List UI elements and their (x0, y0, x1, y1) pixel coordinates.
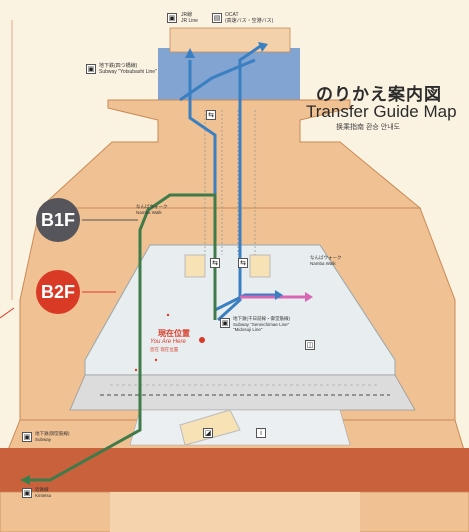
upper-neck (169, 27, 291, 53)
route-blue-3 (214, 293, 275, 312)
transfer-icon-top: ⇆ (206, 110, 216, 120)
transfer-icon-mid: ⇆ (210, 258, 220, 268)
you-are-here-extra: 您在 现在位置 (150, 347, 179, 352)
ocat-label: OCAT (高速バス・空港バス) (225, 12, 274, 24)
sennichimae-label: 地下鉄(千日前線・御堂筋線) Subway "Sennichimae Line"… (233, 316, 290, 332)
you-are-here-en: You Are Here (150, 339, 186, 345)
top-blue-zone (158, 48, 300, 100)
kintetsu-label: 近鉄線 Kintetsu (35, 487, 52, 498)
bus-icon: ▤ (212, 13, 222, 23)
subway-yotsubashi-icon: ▣ (86, 64, 96, 74)
jr-label: JR線 JR Line (181, 12, 198, 24)
kintetsu-icon: ▣ (22, 488, 32, 498)
route-blue-4 (179, 58, 256, 102)
elevator-icon: ◫ (305, 340, 315, 350)
route-green (26, 193, 217, 482)
you-are-here-jp: 現在位置 (158, 329, 190, 338)
yotsubashi-label: 地下鉄(四つ橋線) Subway "Yotsubashi Line" (99, 63, 157, 75)
b2-floor-lower (69, 374, 416, 411)
subway-sennichimae-icon: ▣ (220, 318, 230, 328)
namba-walk-right-label: なんばウォーク Namba Walk (310, 255, 342, 266)
route-blue-2 (216, 43, 263, 322)
you-are-here-marker (199, 337, 205, 343)
subway-bottom-icon: ▣ (22, 432, 32, 442)
subway-bottom-label: 地下鉄(御堂筋線) Subway (35, 431, 70, 442)
transfer-icon-mid2: ⇆ (238, 258, 248, 268)
toilet-icon: ◪ (203, 428, 213, 438)
info-icon: i (256, 428, 266, 438)
jr-station-icon: ▣ (167, 13, 177, 23)
namba-walk-left-label: なんばウォーク Namba Walk (136, 204, 168, 215)
title-multilingual: 换乘指南 환승 안내도 (336, 124, 401, 131)
title-english: Transfer Guide Map (306, 102, 457, 121)
floor-badge-b2: B2F (36, 270, 80, 314)
title-japanese: のりかえ案内図 (316, 85, 442, 104)
bottom-band (0, 448, 469, 492)
floor-badge-b1: B1F (36, 198, 80, 242)
